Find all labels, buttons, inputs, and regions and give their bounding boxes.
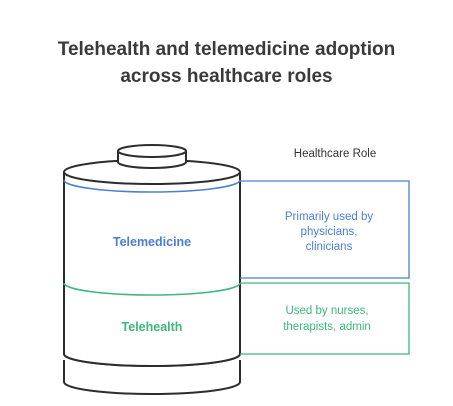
telehealth-role-line-1: Used by nurses, — [285, 305, 368, 317]
telehealth-role-box: Used by nurses, therapists, admin — [240, 282, 410, 355]
title-line-1: Telehealth and telemedicine adoption — [57, 39, 396, 60]
healthcare-role-header: Healthcare Role — [294, 148, 376, 160]
telehealth-role-line-2: therapists, admin — [283, 321, 371, 333]
telemedicine-role-line-3: clinicians — [306, 241, 353, 253]
telemedicine-band — [63, 172, 241, 283]
diagram-title: Telehealth and telemedicine adoption acr… — [0, 36, 453, 90]
telemedicine-label: Telemedicine — [113, 235, 191, 249]
telemedicine-role-line-2: physicians, — [301, 226, 358, 238]
telehealth-band — [63, 282, 241, 367]
telehealth-label: Telehealth — [122, 320, 183, 334]
telemedicine-role-box: Primarily used by physicians, clinicians — [240, 180, 410, 279]
cylinder-cap — [117, 144, 187, 169]
title-line-2: across healthcare roles — [120, 66, 333, 87]
telemedicine-role-line-1: Primarily used by — [285, 211, 373, 223]
